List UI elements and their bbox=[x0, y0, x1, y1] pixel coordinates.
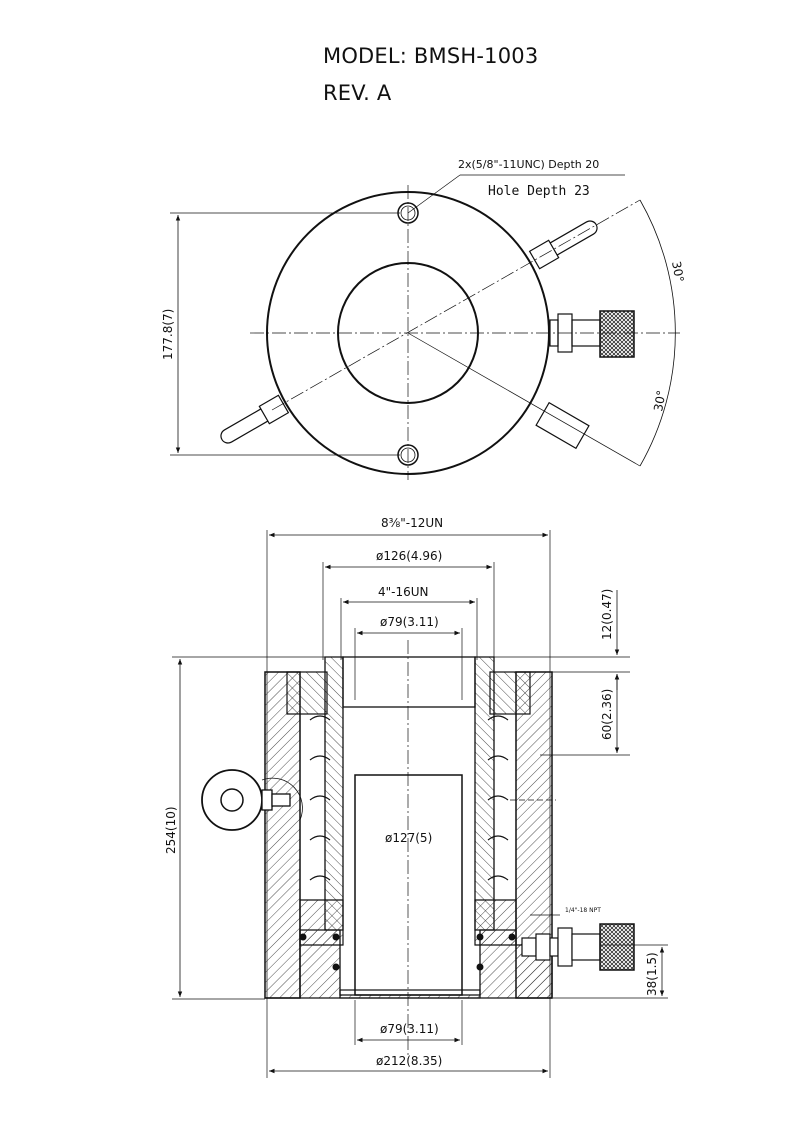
dim-60-label: 60(2.36) bbox=[600, 689, 614, 740]
inner-thread-label: 4"-16UN bbox=[378, 585, 429, 599]
dia-212-label: ø212(8.35) bbox=[376, 1054, 442, 1068]
dia-126-label: ø126(4.96) bbox=[376, 549, 442, 563]
top-view bbox=[170, 174, 680, 480]
height-254-label: 254(10) bbox=[164, 806, 178, 854]
section-view bbox=[172, 530, 668, 1078]
dia-79-top-label: ø79(3.11) bbox=[380, 615, 439, 629]
hole-thread-note: 2x(5/8"-11UNC) Depth 20 bbox=[458, 158, 599, 171]
hole-depth-note: Hole Depth 23 bbox=[488, 184, 590, 199]
angle-lower-label: 30° bbox=[651, 389, 668, 412]
model-title: MODEL: BMSH-1003 bbox=[323, 44, 539, 68]
dim-38-label: 38(1.5) bbox=[645, 952, 659, 996]
top-height-dimension: 177.8(7) bbox=[161, 309, 175, 360]
dia-79-bottom-label: ø79(3.11) bbox=[380, 1022, 439, 1036]
angle-upper-label: 30° bbox=[669, 260, 686, 283]
outer-thread-label: 8⅜"-12UN bbox=[381, 516, 443, 530]
dim-12-label: 12(0.47) bbox=[600, 589, 614, 640]
revision-label: REV. A bbox=[323, 81, 392, 105]
port-thread-note: 1/4"-18 NPT bbox=[565, 907, 601, 914]
dia-127-label: ø127(5) bbox=[385, 831, 432, 845]
